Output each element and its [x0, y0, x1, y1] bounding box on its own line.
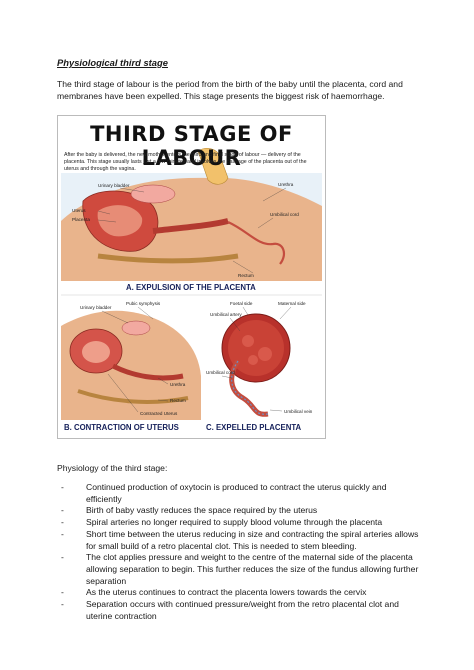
list-item-text: Continued production of oxytocin is prod…: [86, 482, 387, 504]
third-stage-figure: Urinary bladder Uterus Placenta Urethra …: [57, 115, 326, 439]
list-item-text: As the uterus continues to contract the …: [86, 587, 367, 598]
label-a-uterus: Uterus: [72, 208, 86, 213]
list-item: -The clot applies pressure and weight to…: [61, 552, 419, 586]
list-item-text: The clot applies pressure and weight to …: [86, 552, 419, 586]
intro-paragraph: The third stage of labour is the period …: [57, 79, 403, 101]
label-c-artery: Umbilical artery: [210, 312, 242, 317]
list-item: -Short time between the uterus reducing …: [61, 528, 419, 551]
figure-caption: After the baby is delivered, the new mot…: [64, 152, 307, 172]
list-item: -Birth of baby vastly reduces the space …: [61, 505, 318, 516]
list-item: -Separation occurs with continued pressu…: [61, 599, 399, 621]
label-a-urethra: Urethra: [278, 182, 294, 187]
physiology-list: -Continued production of oxytocin is pro…: [57, 482, 422, 622]
physiology-heading: Physiology of the third stage:: [57, 463, 168, 473]
label-c-vein: Umbilical vein: [284, 409, 313, 414]
list-item: -Continued production of oxytocin is pro…: [61, 482, 387, 504]
panel-b-title: B. CONTRACTION OF UTERUS: [64, 423, 179, 432]
label-b-contracted: Contracted Uterus: [140, 411, 178, 416]
label-c-foetal: Foetal side: [230, 301, 253, 306]
label-b-rectum: Rectum: [170, 398, 186, 403]
list-item: -As the uterus continues to contract the…: [61, 587, 367, 598]
figure-illustration: Urinary bladder Uterus Placenta Urethra …: [61, 147, 322, 432]
label-a-placenta: Placenta: [72, 217, 90, 222]
list-item-text: Separation occurs with continued pressur…: [86, 599, 399, 621]
label-b-bladder: Urinary bladder: [80, 305, 112, 310]
label-a-rectum: Rectum: [238, 273, 254, 278]
label-a-cord: Umbilical cord: [270, 212, 299, 217]
label-c-maternal: Maternal side: [278, 301, 306, 306]
label-a-bladder: Urinary bladder: [98, 183, 130, 188]
list-item: -Spiral arteries no longer required to s…: [61, 517, 383, 528]
panel-a-title: A. EXPULSION OF THE PLACENTA: [126, 283, 256, 292]
list-item-text: Spiral arteries no longer required to su…: [86, 517, 383, 528]
label-c-cord: Umbilical cord: [206, 370, 235, 375]
section-heading: Physiological third stage: [57, 57, 168, 68]
label-b-symphysis: Pubic symphysis: [126, 301, 161, 306]
list-item-text: Short time between the uterus reducing i…: [86, 528, 419, 551]
label-b-urethra: Urethra: [170, 382, 186, 387]
panel-c-title: C. EXPELLED PLACENTA: [206, 423, 302, 432]
figure-title: THIRD STAGE OF LABOUR: [90, 122, 293, 170]
list-item-text: Birth of baby vastly reduces the space r…: [86, 505, 318, 516]
